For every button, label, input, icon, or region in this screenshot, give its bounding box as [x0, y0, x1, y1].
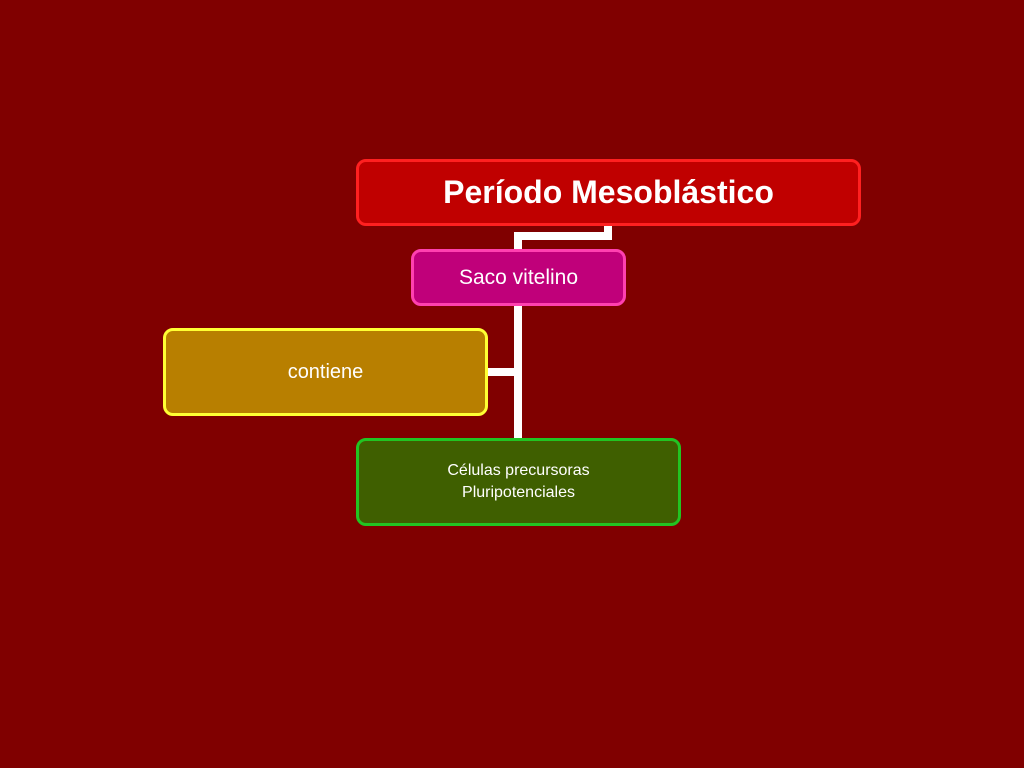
node-contiene-label: contiene [287, 360, 364, 383]
node-contiene: contiene [163, 328, 488, 416]
node-celulas-line2: Pluripotenciales [462, 484, 575, 501]
node-saco-vitelino-label: Saco vitelino [458, 265, 579, 289]
node-celulas-precursoras: Células precursoras Pluripotenciales [356, 438, 681, 526]
node-periodo-mesoblastico: Período Mesoblástico [356, 159, 861, 226]
node-saco-vitelino: Saco vitelino [411, 249, 626, 306]
node-periodo-mesoblastico-label: Período Mesoblástico [443, 174, 774, 210]
node-celulas-line1: Células precursoras [447, 462, 590, 479]
connector-title-to-saco [514, 226, 612, 249]
